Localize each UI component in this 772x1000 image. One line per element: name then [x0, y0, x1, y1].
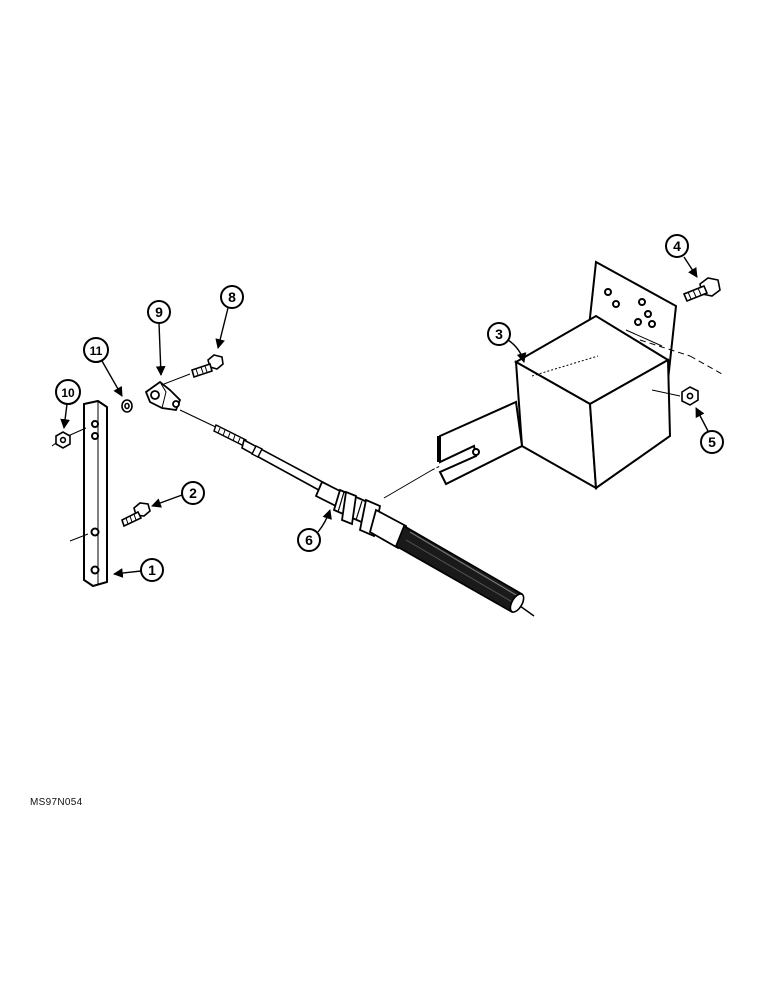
strap-part: [83, 399, 108, 588]
bolt-part-4: [682, 277, 721, 303]
svg-text:1: 1: [148, 562, 156, 578]
callout-6: 6: [297, 509, 332, 552]
svg-text:6: 6: [305, 532, 313, 548]
nut-5-leader: [651, 389, 681, 397]
callout-4: 4: [665, 234, 698, 278]
callout-11: 11: [83, 337, 123, 397]
callout-8: 8: [215, 285, 244, 349]
svg-text:9: 9: [155, 304, 163, 320]
bracket-guide-lines: [383, 329, 723, 499]
svg-text:2: 2: [189, 485, 197, 501]
spacer-part-11: [121, 399, 133, 413]
clevis-part-9: [144, 380, 182, 411]
bolt-8-leader: [163, 373, 191, 385]
cable-part-6: [179, 409, 535, 617]
callout-5: 5: [695, 407, 724, 454]
callout-2: 2: [151, 481, 205, 508]
svg-text:5: 5: [708, 434, 716, 450]
callout-3: 3: [487, 322, 527, 363]
svg-text:11: 11: [90, 344, 103, 358]
svg-text:4: 4: [673, 238, 681, 254]
bolt-part-2: [121, 502, 151, 528]
svg-text:10: 10: [61, 386, 75, 400]
nut-part-5: [681, 386, 699, 406]
callout-10: 10: [55, 379, 81, 429]
svg-text:3: 3: [495, 326, 503, 342]
figure-code: MS97N054: [30, 797, 83, 808]
callout-1: 1: [113, 558, 164, 582]
svg-text:8: 8: [228, 289, 236, 305]
callout-9: 9: [147, 300, 171, 376]
bracket-part-3: [437, 260, 678, 490]
nut-part-10: [55, 431, 71, 449]
bolt-part-8: [191, 354, 224, 379]
